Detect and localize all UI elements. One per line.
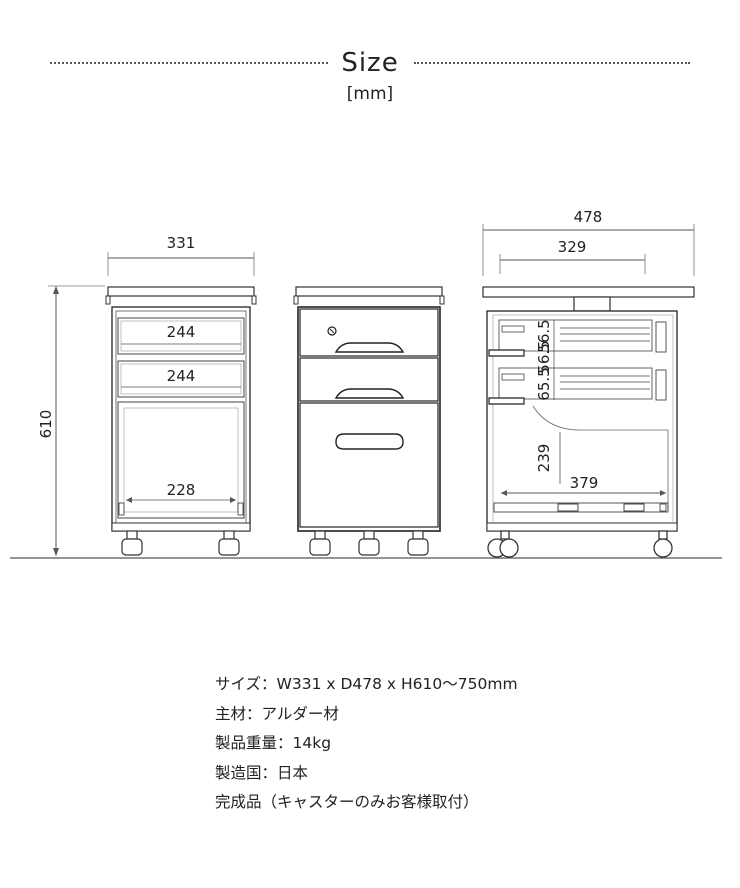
dim-drawer2-width: 244 xyxy=(167,367,196,385)
dim-inner-depth: 329 xyxy=(558,238,587,256)
spec-size: サイズ：W331 x D478 x H610〜750mm xyxy=(215,675,518,693)
spec-assembly: 完成品（キャスターのみお客様取付） xyxy=(215,793,479,811)
dim-drawer1-height: 56.5 xyxy=(535,319,553,352)
page-title: Size xyxy=(341,48,399,78)
spec-origin: 製造国：日本 xyxy=(215,763,309,782)
spec-list: サイズ：W331 x D478 x H610〜750mm 主材：アルダー材 製品… xyxy=(215,672,635,820)
dim-bottom-width: 228 xyxy=(167,481,196,499)
title-block: Size [mm] xyxy=(0,44,740,104)
dim-drawer2-height: 56.5 xyxy=(535,340,553,373)
spec-material: 主材：アルダー材 xyxy=(215,704,339,723)
title-divider-left xyxy=(50,62,328,64)
drawer3-handle xyxy=(335,433,404,450)
side-view: 478 329 56.5 xyxy=(482,208,695,558)
spec-weight: 製品重量：14kg xyxy=(215,734,332,752)
dim-height: 610 xyxy=(37,410,55,439)
drawer2-handle xyxy=(334,388,405,399)
drawer1-handle xyxy=(334,342,405,353)
front-drawer-view xyxy=(293,286,445,556)
dim-bottom-height: 239 xyxy=(535,444,553,473)
dim-drawer1-width: 244 xyxy=(167,323,196,341)
dim-width: 331 xyxy=(167,234,196,252)
dimension-drawing: 610 331 244 244 228 xyxy=(10,208,722,559)
dim-depth: 478 xyxy=(574,208,603,226)
title-divider-right xyxy=(414,62,690,64)
dim-rail-length: 379 xyxy=(570,474,599,492)
unit-label: [mm] xyxy=(346,84,394,104)
dim-drawer3-height: 65.5 xyxy=(535,367,553,400)
front-frame-view: 610 331 244 244 228 xyxy=(37,234,257,556)
